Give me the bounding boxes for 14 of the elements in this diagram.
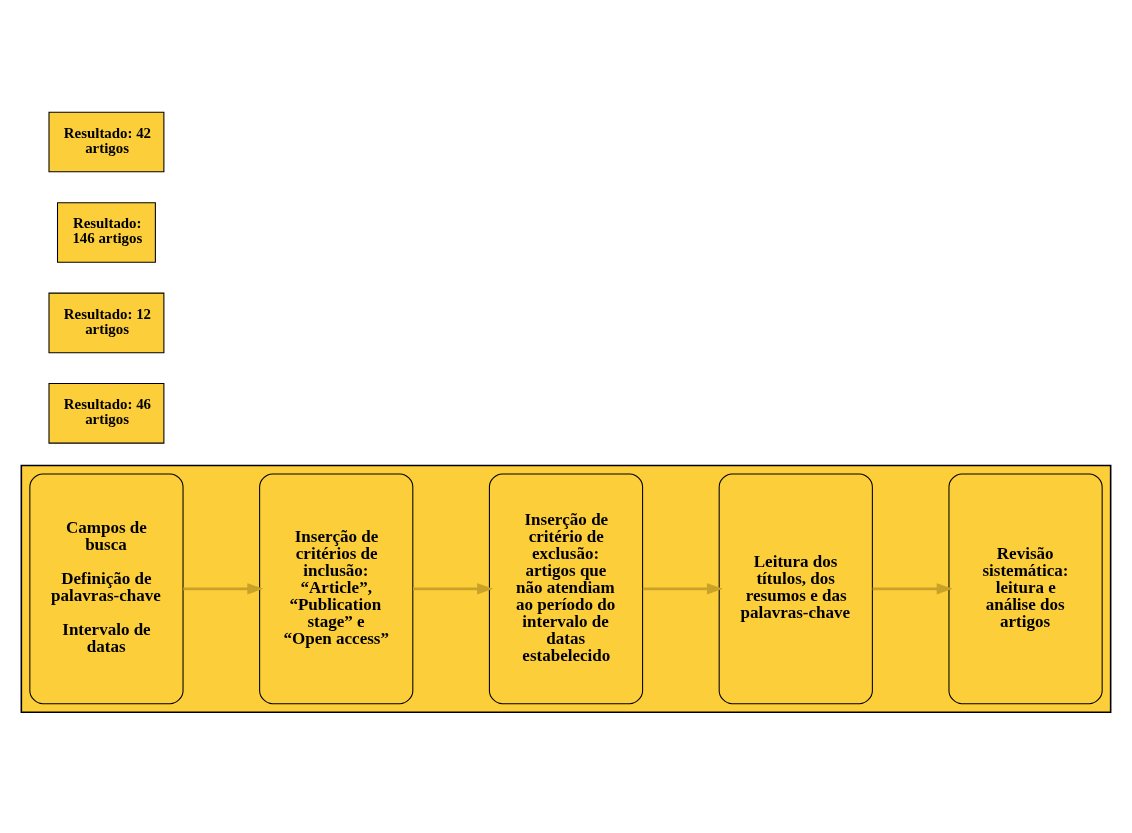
node-box: Resultado: 46 artigos	[48, 383, 165, 444]
node-box: Inserção de critérios de inclusão: “Article”, “Publication stage” e “Open access”	[259, 473, 414, 705]
cluster	[20, 464, 1112, 714]
node-box: Resultado: 42 artigos	[48, 111, 165, 173]
arrow	[183, 583, 264, 595]
node-box: Resultado: 12 artigos	[48, 292, 165, 354]
arrow	[413, 583, 494, 595]
node-box: Inserção de critério de exclusão: artigos que não atendiam ao período do intervalo de datas estabelecido	[488, 473, 644, 705]
node-box: Revisão sistemática: leitura e análise dos artigos	[948, 473, 1103, 705]
arrow	[642, 583, 723, 595]
node-box: Resultado: 146 artigos	[57, 202, 156, 263]
node-box: Campos de busca Definição de palavras-chave Intervalo de datas	[29, 473, 184, 705]
node-box: Leitura dos títulos, dos resumos e das palavras-chave	[718, 473, 873, 705]
arrow	[872, 583, 953, 595]
